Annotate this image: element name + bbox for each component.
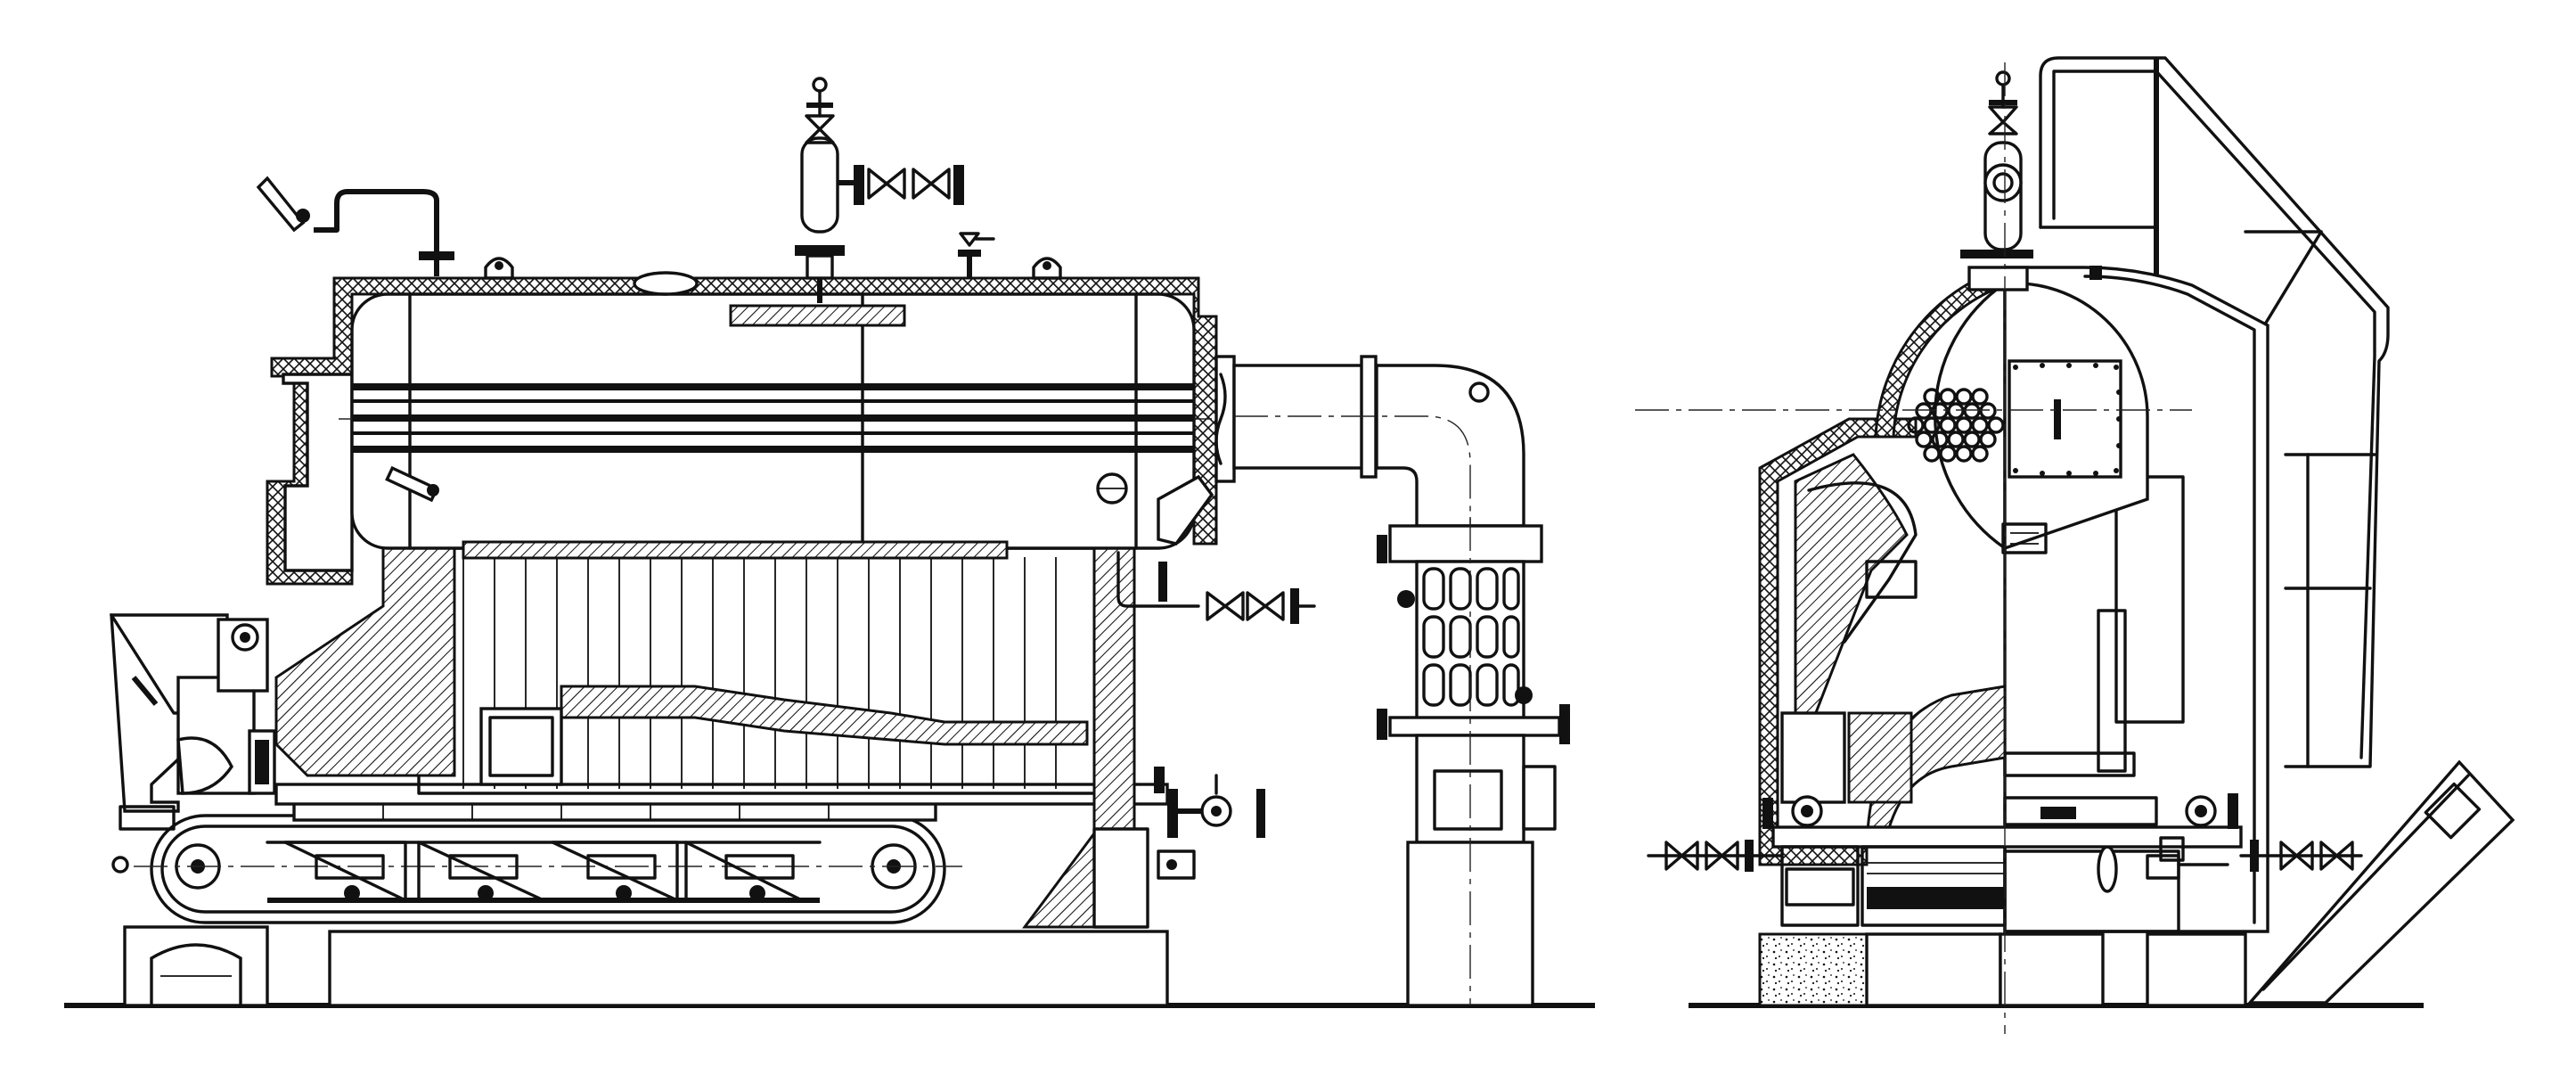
coal-chute [2246, 759, 2515, 1005]
drum-insulation [266, 276, 1218, 586]
end-grate-section [1762, 793, 2243, 927]
coal-hopper [110, 613, 276, 813]
end-drum [1874, 265, 2149, 554]
side-foundation [328, 930, 1169, 1007]
front-arch [274, 546, 456, 777]
drum-bottom-baffle [462, 540, 1009, 560]
feedwater-valves-side [1116, 551, 1316, 880]
steam-drum [339, 271, 1212, 550]
side-elevation-view [110, 77, 1570, 1007]
rear-wall [1092, 542, 1136, 831]
end-elevation-view [1635, 56, 2515, 1034]
flue-duct [1157, 355, 1525, 546]
economizer [1377, 517, 1570, 1007]
rear-arch [560, 685, 1089, 746]
ash-door [150, 943, 242, 1007]
inspection-door [479, 707, 563, 786]
end-foundation-concrete [1758, 932, 1869, 1007]
end-top-fittings [1960, 70, 2102, 291]
chain-grate [134, 814, 962, 924]
smoke-box-door [2008, 359, 2122, 479]
end-side-valves [1647, 840, 2363, 872]
top-fittings [256, 77, 1062, 303]
